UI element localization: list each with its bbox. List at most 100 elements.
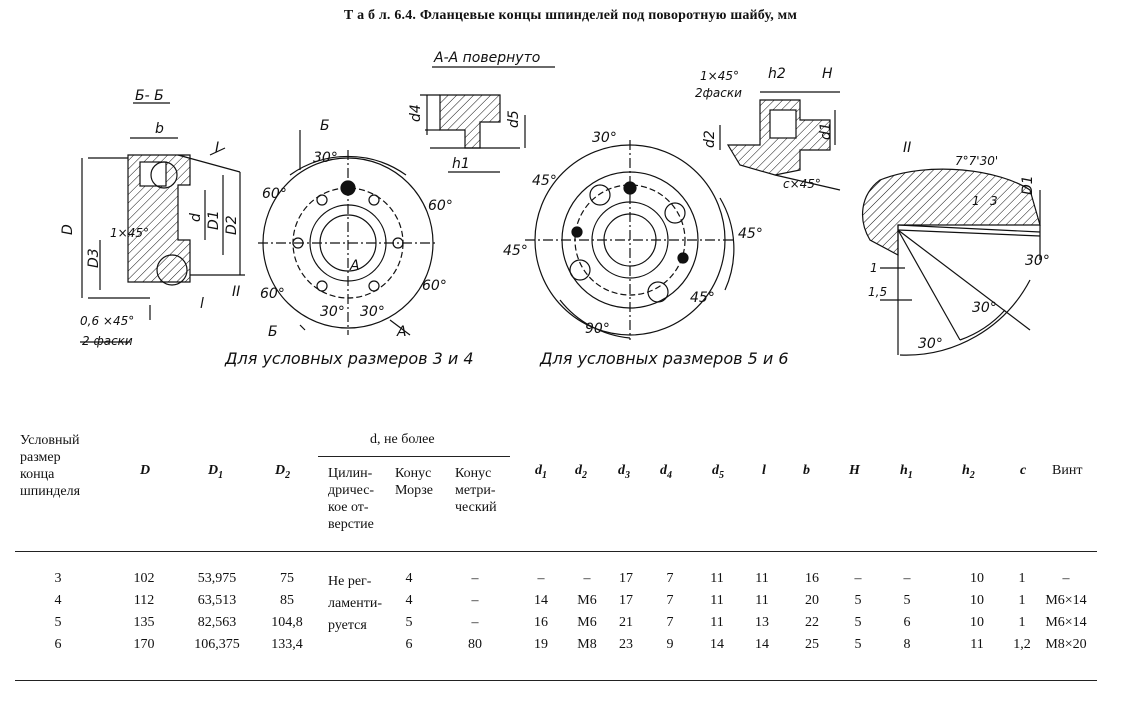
table-cell: 1 <box>1018 593 1026 608</box>
header-d2-sub: 2 <box>582 469 587 481</box>
table-cell: 10 <box>970 615 984 630</box>
header-D1-main: D <box>208 463 219 478</box>
table-cell: 17 <box>619 593 633 608</box>
technical-drawing: Б- Б b I D D3 1×45° d D1 D2 II l 0,6 ×45… <box>60 50 1050 368</box>
angle-90-56: 90° <box>585 321 610 337</box>
table-cell: 17 <box>619 571 633 586</box>
header-h1-main: h <box>900 463 908 478</box>
angle-45-bottom-56: 45° <box>690 290 715 306</box>
header-screw: Винт <box>1052 463 1083 478</box>
caption-sizes-3-4: Для условных размеров 3 и 4 <box>224 349 474 368</box>
two-chamfers-b-label: 2фаски <box>695 86 742 100</box>
table-cell: 16 <box>805 571 819 586</box>
chamfer-1x45-label: 1×45° <box>110 226 149 240</box>
table-caption: Т а б л. 6.4. Фланцевые концы шпинделей … <box>343 8 798 23</box>
header-cyl-line: верстие <box>328 517 374 532</box>
table-cell: 1 <box>1018 615 1026 630</box>
table-cell: 23 <box>619 637 633 652</box>
table-cell: 106,375 <box>194 637 240 652</box>
header-d5: d5 <box>712 462 724 484</box>
dim-H-label: H <box>822 66 833 82</box>
detail-2-taper <box>862 168 1041 356</box>
table-cell: 7 <box>666 571 674 586</box>
header-d2: d2 <box>575 462 587 484</box>
angle-60-left-top-34: 60° <box>262 186 287 202</box>
header-d1-sub: 1 <box>542 469 547 481</box>
table-cell: – <box>1062 571 1070 586</box>
header-d3-main: d <box>618 463 625 478</box>
table-cell: 16 <box>534 615 548 630</box>
header-H: H <box>849 463 860 478</box>
table-cell: М6 <box>577 593 597 608</box>
table-cell: М8×20 <box>1045 637 1087 652</box>
table-cell: – <box>583 571 591 586</box>
table-cell: 14 <box>755 637 769 652</box>
table-cell: 9 <box>666 637 674 652</box>
angle-30-mid-detail: 30° <box>972 300 997 316</box>
header-d2-main: d <box>575 463 582 478</box>
detail-top-right <box>719 91 841 191</box>
header-h1-sub: 1 <box>907 469 913 481</box>
table-cell: 63,513 <box>197 593 237 608</box>
header-cyl-line: Цилин- <box>328 466 373 481</box>
header-d4: d4 <box>660 462 672 484</box>
table-cell: 6 <box>903 615 911 630</box>
section-bb-label: Б- Б <box>135 88 164 104</box>
angle-30-right-detail: 30° <box>1025 253 1050 269</box>
angle-45-left-top-56: 45° <box>532 173 557 189</box>
dim-h2-label: h2 <box>768 66 786 82</box>
section-aa-label: А-А повернуто <box>433 50 540 66</box>
header-b: b <box>803 463 810 478</box>
table-cell: 4 <box>54 593 62 608</box>
table-cell: 21 <box>619 615 633 630</box>
header-size-line: шпинделя <box>20 484 81 499</box>
angle-60-right-top-34: 60° <box>428 198 453 214</box>
table-cell: 6 <box>405 637 413 652</box>
angle-60-left-bottom-34: 60° <box>260 286 285 302</box>
header-morse-line: Конус <box>395 466 432 481</box>
angle-45-right-56: 45° <box>738 226 763 242</box>
cyl-note-line: Не рег- <box>328 574 372 589</box>
table-cell: 11 <box>755 593 769 608</box>
header-size-line: конца <box>20 467 55 482</box>
header-d-group: d, не более <box>370 432 435 447</box>
dim-l-label: l <box>200 296 204 312</box>
header-morse-line: Морзе <box>395 483 434 498</box>
taper-angle-label: 7°7'30' <box>955 154 998 168</box>
angle-30-top-56: 30° <box>592 130 617 146</box>
table-cell: 4 <box>405 593 413 608</box>
angle-45-left-56: 45° <box>503 243 528 259</box>
table-cell: 20 <box>805 593 819 608</box>
header-D2-sub: 2 <box>285 469 291 481</box>
header-size-line: Условный <box>20 433 80 448</box>
table-cell: 80 <box>468 637 482 652</box>
table-cell: 14 <box>710 637 724 652</box>
table-cell: 25 <box>805 637 819 652</box>
dim-D3-label: D3 <box>86 248 102 268</box>
header-d4-sub: 4 <box>667 469 672 481</box>
header-metric-line: ческий <box>455 500 497 515</box>
table-cell: 75 <box>280 571 294 586</box>
table-cell: 5 <box>903 593 911 608</box>
table-cell: 1,2 <box>1013 637 1031 652</box>
angle-30-bottom-right-34: 30° <box>360 304 385 320</box>
table-cell: 22 <box>805 615 819 630</box>
dim-d-label: d <box>188 213 204 222</box>
header-metric-line: Конус <box>455 466 492 481</box>
table-cell: 11 <box>710 615 724 630</box>
section-aa-view <box>420 66 555 173</box>
table-cell: – <box>471 593 479 608</box>
header-c: c <box>1020 463 1027 478</box>
table-cell: 19 <box>534 637 548 652</box>
header-size-line: размер <box>20 450 61 465</box>
header-d1-main: d <box>535 463 542 478</box>
cyl-note-line: ламенти- <box>328 596 383 611</box>
header-metric-line: метри- <box>455 483 496 498</box>
roman-1-label: I <box>215 140 219 156</box>
table-cell: М6 <box>577 615 597 630</box>
dim-1-label: 1 <box>972 194 980 208</box>
cyl-note-line: руется <box>328 618 367 633</box>
table-cell: 5 <box>854 637 862 652</box>
dim-D1-label: D1 <box>206 210 222 230</box>
